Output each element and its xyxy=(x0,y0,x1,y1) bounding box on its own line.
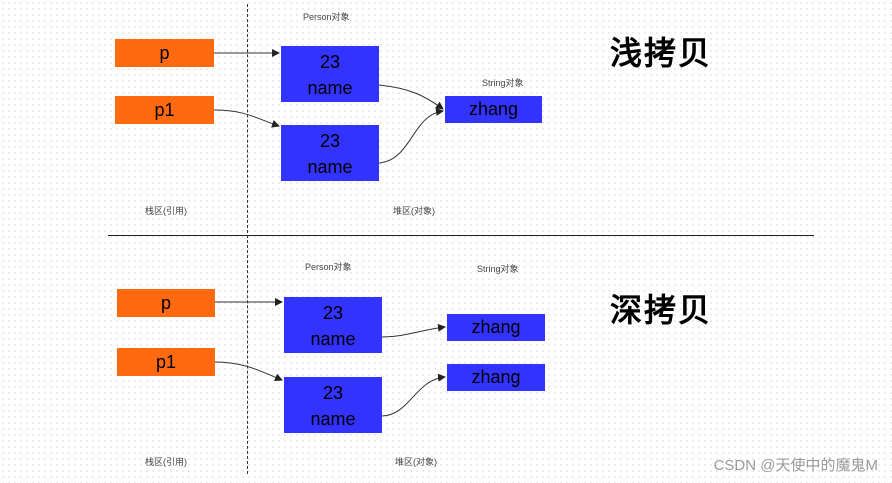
person-object-label: Person对象 xyxy=(303,12,350,22)
object-name: name xyxy=(307,157,353,177)
string-object-label: String对象 xyxy=(477,264,519,274)
watermark: CSDN @天使中的魔鬼M xyxy=(713,457,878,474)
reference-p1: p1 xyxy=(115,96,214,124)
reference-p1: p1 xyxy=(117,348,215,376)
arrow-deep-obj2-to-string2 xyxy=(381,373,446,417)
reference-p: p xyxy=(115,39,214,67)
object-age: 23 xyxy=(322,303,344,323)
person-object-1: 23 name xyxy=(281,46,379,102)
arrow-obj1-to-string xyxy=(378,84,444,110)
object-age: 23 xyxy=(319,131,341,151)
arrow-obj2-to-string xyxy=(378,107,444,164)
string-object-1: zhang xyxy=(447,314,545,341)
string-object-2: zhang xyxy=(447,364,545,391)
person-object-2: 23 name xyxy=(281,125,379,181)
string-object-label: String对象 xyxy=(482,78,524,88)
object-name: name xyxy=(307,78,353,98)
object-age: 23 xyxy=(322,383,344,403)
section-divider xyxy=(108,235,814,236)
arrow-p1-to-obj2 xyxy=(213,109,280,128)
heap-label: 堆区(对象) xyxy=(393,206,435,216)
person-object-2: 23 name xyxy=(284,377,382,433)
arrow-deep-obj1-to-string1 xyxy=(381,323,446,338)
object-age: 23 xyxy=(319,52,341,72)
reference-p: p xyxy=(117,289,215,317)
shallow-copy-title: 浅拷贝 xyxy=(610,34,713,72)
deep-copy-title: 深拷贝 xyxy=(610,291,713,329)
stack-heap-divider xyxy=(247,4,248,474)
arrow-p1-to-deep-obj2 xyxy=(214,361,283,382)
object-name: name xyxy=(310,329,356,349)
person-object-label: Person对象 xyxy=(305,262,352,272)
string-object: zhang xyxy=(445,96,542,123)
person-object-1: 23 name xyxy=(284,297,382,353)
stack-label: 栈区(引用) xyxy=(145,206,187,216)
object-name: name xyxy=(310,409,356,429)
stack-label: 栈区(引用) xyxy=(145,457,187,467)
heap-label: 堆区(对象) xyxy=(395,457,437,467)
